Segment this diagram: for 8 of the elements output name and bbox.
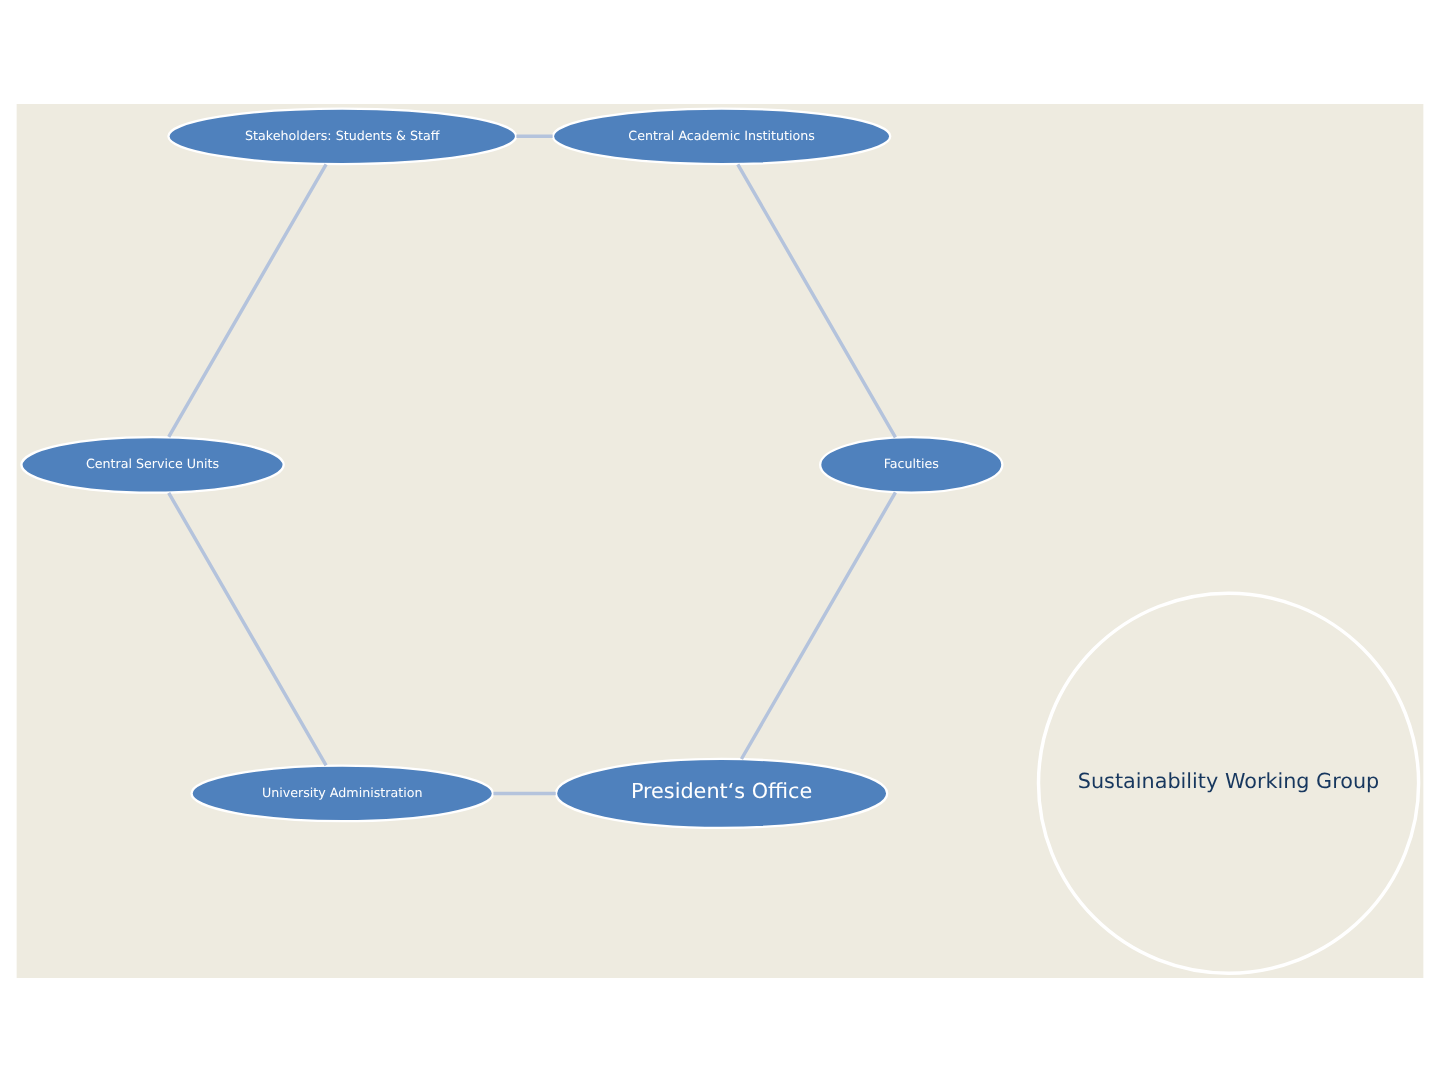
connector [167, 163, 328, 438]
connector [167, 491, 328, 767]
node-circle: Sustainability Working Group [1036, 591, 1421, 975]
connector [493, 791, 556, 796]
connector [736, 163, 897, 439]
connector [516, 134, 553, 139]
connector [739, 491, 897, 760]
node-ellipse: President‘s Office [554, 757, 889, 830]
